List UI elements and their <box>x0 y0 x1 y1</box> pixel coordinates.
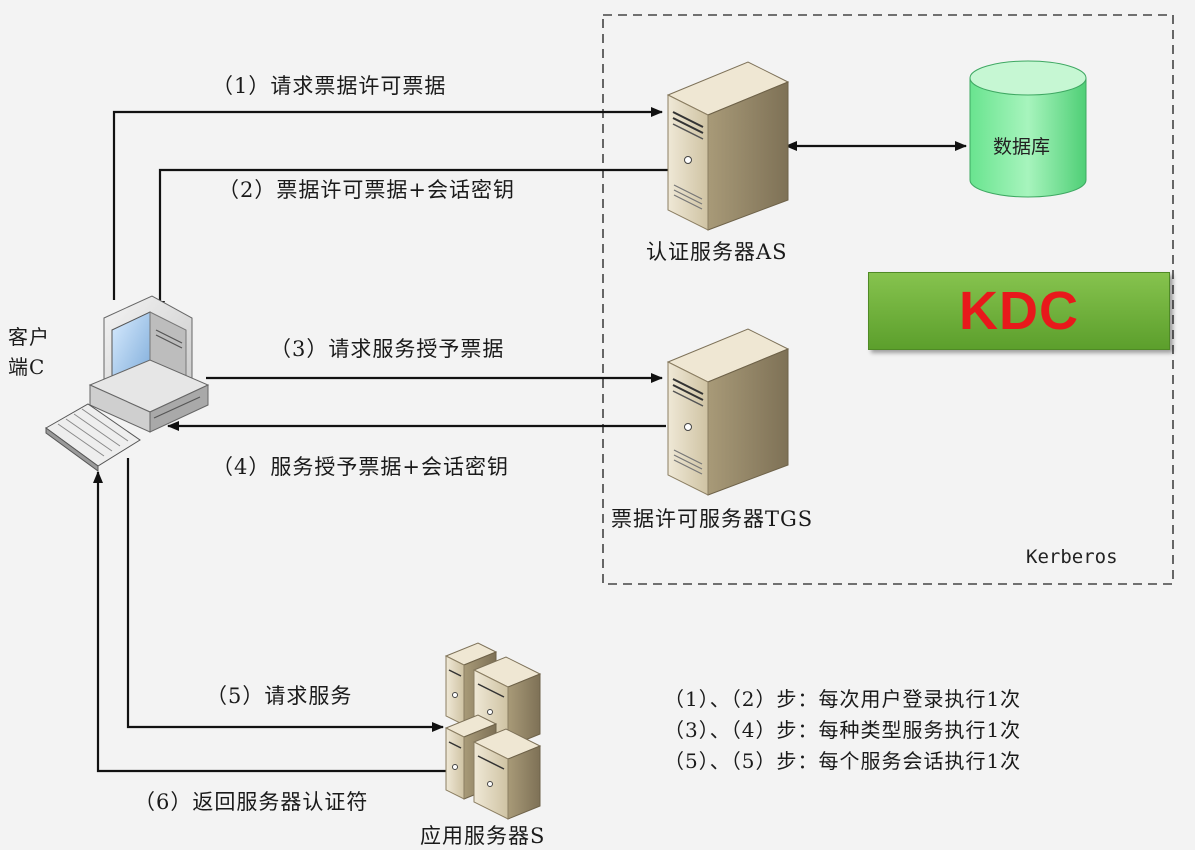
database-icon <box>969 60 1087 198</box>
arrow-step-2 <box>155 168 668 313</box>
note-line-2: （3）、（4）步：每种类型服务执行1次 <box>664 718 1022 742</box>
step-6-label: （6）返回服务器认证符 <box>134 790 369 814</box>
client-label-line2: 端C <box>8 355 46 379</box>
arrow-step-6 <box>93 471 446 773</box>
step-3-label: （3）请求服务授予票据 <box>270 337 505 361</box>
client-computer-icon <box>45 295 210 472</box>
step-2-label: （2）票据许可票据+会话密钥 <box>218 178 515 202</box>
database-label: 数据库 <box>993 136 1051 158</box>
step-1-label: （1）请求票据许可票据 <box>212 74 447 98</box>
note-line-3: （5）、（5）步：每个服务会话执行1次 <box>664 749 1022 773</box>
app-server-label: 应用服务器S <box>420 824 546 848</box>
kerberos-realm-label: Kerberos <box>1026 546 1118 568</box>
as-label: 认证服务器AS <box>646 240 788 264</box>
step-4-label: （4）服务授予票据+会话密钥 <box>212 455 509 479</box>
kdc-title: KDC <box>959 281 1079 341</box>
kdc-banner: KDC <box>868 272 1170 350</box>
kerberos-boundary <box>602 14 1174 585</box>
app-server-icon <box>444 642 542 820</box>
tgs-server-icon <box>666 328 790 496</box>
as-server-icon <box>666 61 790 231</box>
step-5-label: （5）请求服务 <box>206 684 353 708</box>
tgs-label: 票据许可服务器TGS <box>611 507 814 531</box>
client-label-line1: 客户 <box>8 325 50 349</box>
arrow-step-1 <box>112 107 663 300</box>
note-line-1: （1）、（2）步：每次用户登录执行1次 <box>664 687 1022 711</box>
arrow-step-5 <box>126 458 444 732</box>
